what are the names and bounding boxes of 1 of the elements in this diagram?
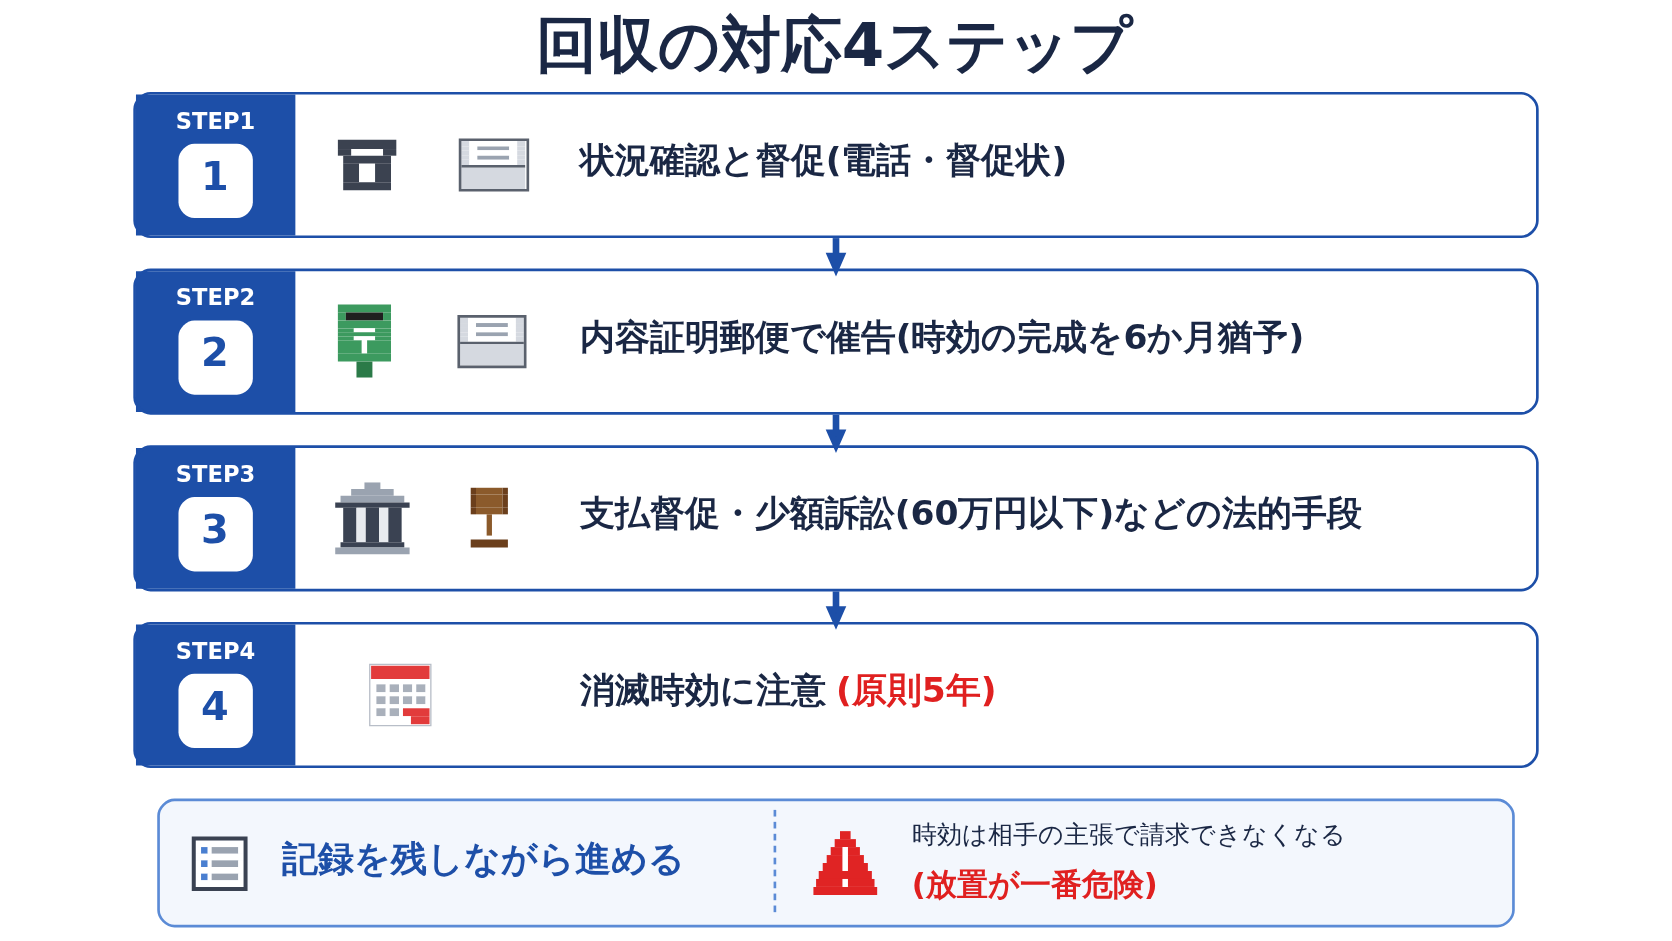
diagram-title: 回収の対応4ステップ xyxy=(535,9,1133,81)
